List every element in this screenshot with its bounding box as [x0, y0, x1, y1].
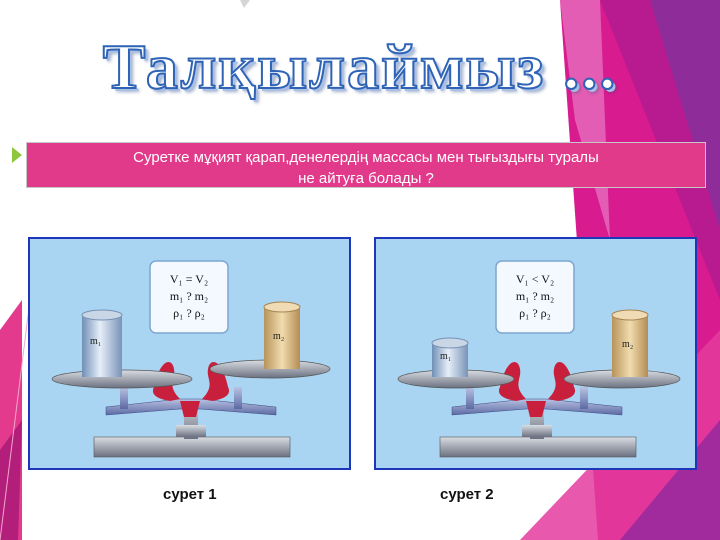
equation-volume: V₁ < V₂: [515, 272, 555, 286]
mass-label-right: m₂: [622, 339, 634, 350]
figure-1-caption: сурет 1: [163, 486, 217, 503]
bullet-arrow-icon: [12, 147, 22, 163]
scale-illustration-1: [51, 260, 331, 458]
mass-label-left: m₁: [90, 336, 102, 347]
equation-density: ρ₁ ? ρ₂: [173, 306, 205, 320]
slide-title: Талқылаймыз ...: [102, 30, 618, 103]
question-box: Суретке мұқият қарап,денелердің массасы …: [26, 142, 706, 188]
equation-mass: m₁ ? m₂: [169, 289, 209, 303]
question-line-2: не айтуға болады ?: [298, 170, 434, 187]
figure-2-caption: сурет 2: [440, 486, 494, 503]
figure-2-panel: m₁ m₂ V₁ < V₂ m₁ ? m₂ ρ₁ ? ρ₂: [374, 237, 697, 470]
equation-mass: m₁ ? m₂: [515, 289, 555, 303]
scale-illustration-2: [397, 260, 681, 458]
figure-1-panel: m₁ m₂ V₁ = V₂ m₁ ? m₂ ρ₁ ? ρ₂: [28, 237, 351, 470]
question-line-1: Суретке мұқият қарап,денелердің массасы …: [133, 149, 599, 166]
equation-density: ρ₁ ? ρ₂: [519, 306, 551, 320]
equation-volume: V₁ = V₂: [169, 272, 209, 286]
mass-label-right: m₂: [273, 331, 285, 342]
mass-label-left: m₁: [440, 351, 452, 362]
